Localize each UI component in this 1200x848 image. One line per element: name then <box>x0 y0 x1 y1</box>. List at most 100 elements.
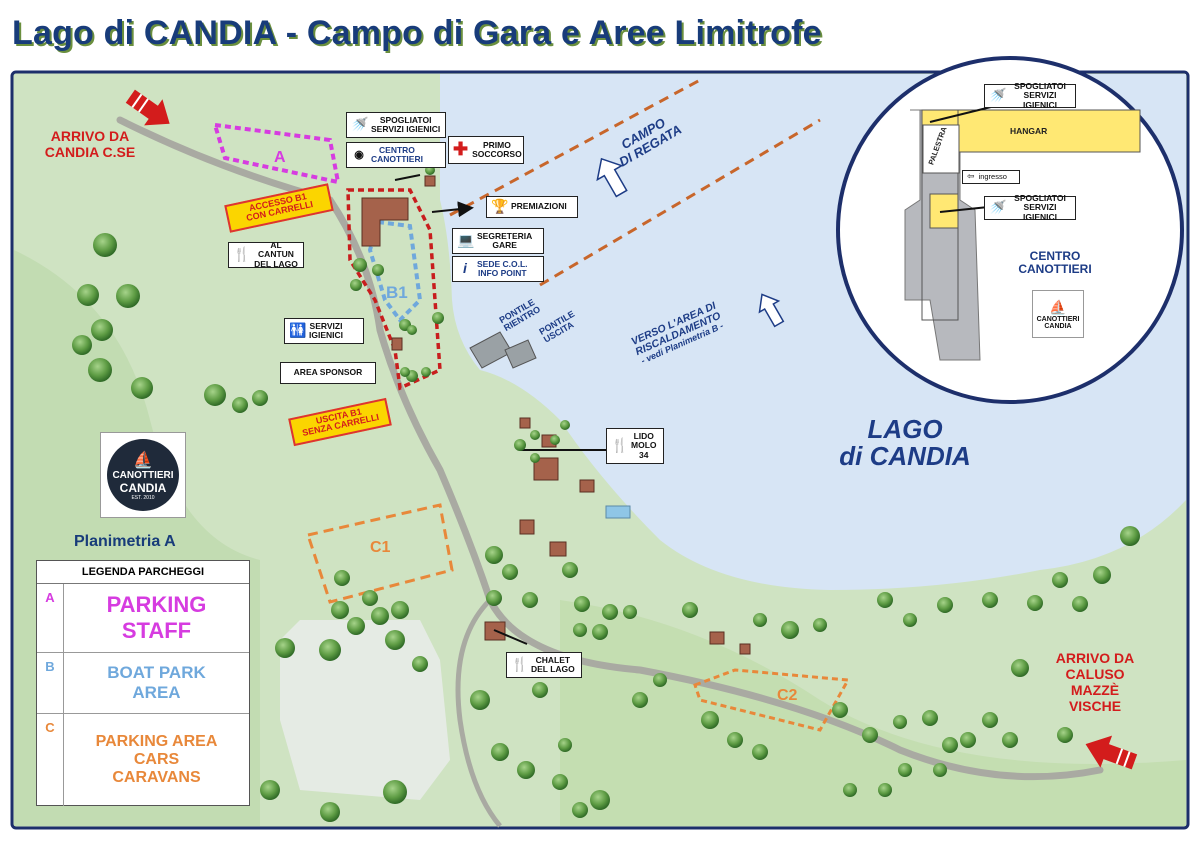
inset-hangar-label: HANGAR <box>1010 126 1048 136</box>
tree-icon <box>590 790 610 810</box>
tree-icon <box>893 715 907 729</box>
side-road <box>455 598 502 828</box>
warmup-arrow-icon <box>758 293 785 328</box>
tree-icon <box>320 802 340 822</box>
toilet-icon: 🚻 <box>289 322 307 339</box>
podium-icon: 🏆 <box>491 198 509 215</box>
premiazioni-box: 🏆 PREMIAZIONI <box>486 196 578 218</box>
tree-icon <box>574 596 590 612</box>
tree-icon <box>517 761 535 779</box>
building <box>519 417 531 429</box>
canottieri-logo: ⛵ CANOTTIERI CANDIA EST. 2010 <box>100 432 186 518</box>
pontile-uscita <box>504 339 537 369</box>
tree-icon <box>371 607 389 625</box>
tree-icon <box>573 623 587 637</box>
tree-icon <box>522 592 538 608</box>
tree-icon <box>1072 596 1088 612</box>
tree-icon <box>502 564 518 580</box>
legend-title: LEGENDA PARCHEGGI <box>37 561 249 584</box>
inset-circle <box>836 56 1184 404</box>
tree-icon <box>400 367 410 377</box>
inset-palestra <box>922 124 960 174</box>
building <box>519 519 535 535</box>
tree-icon <box>362 590 378 606</box>
tree-icon <box>319 639 341 661</box>
red-cross-icon: ✚ <box>453 139 469 160</box>
tree-icon <box>560 420 570 430</box>
building <box>424 175 436 187</box>
area-sponsor-box: AREA SPONSOR <box>280 362 376 384</box>
tree-icon <box>781 621 799 639</box>
tree-icon <box>347 617 365 635</box>
parking-area-b1 <box>367 219 423 324</box>
canottieri-logo-icon: ◉ <box>354 148 364 161</box>
info-icon: i <box>463 260 467 277</box>
tree-icon <box>877 592 893 608</box>
arrow-left-icon: ⇦ <box>967 171 975 182</box>
tree-icon <box>530 430 540 440</box>
regatta-line <box>449 78 701 217</box>
restaurant-icon: 🍴 <box>511 656 529 673</box>
parking-area-c1 <box>306 503 454 604</box>
tree-icon <box>385 630 405 650</box>
tree-icon <box>532 682 548 698</box>
planimetria-label: Planimetria A <box>74 533 176 550</box>
tree-icon <box>485 546 503 564</box>
regatta-line <box>539 118 821 287</box>
restaurant-icon: 🍴 <box>233 246 251 263</box>
building <box>739 643 751 655</box>
building <box>361 197 409 247</box>
tree-icon <box>1052 572 1068 588</box>
tree-icon <box>530 453 540 463</box>
tree-icon <box>91 319 113 341</box>
area-c1-label: C1 <box>370 539 391 556</box>
page-title: Lago di CANDIA - Campo di Gara e Aree Li… <box>12 14 822 52</box>
tree-icon <box>862 727 878 743</box>
tree-icon <box>682 602 698 618</box>
tree-icon <box>350 279 362 291</box>
regata-arrow-icon <box>596 157 628 198</box>
building <box>709 631 725 645</box>
field-patch <box>280 620 450 800</box>
tree-icon <box>470 690 490 710</box>
rower-icon: ⛵ <box>1049 298 1067 315</box>
tree-icon <box>550 435 560 445</box>
tree-icon <box>77 284 99 306</box>
tree-icon <box>653 673 667 687</box>
tree-icon <box>88 358 112 382</box>
tree-icon <box>275 638 295 658</box>
tree-icon <box>982 592 998 608</box>
shower-icon: 🚿 <box>989 87 1007 104</box>
tree-icon <box>412 656 428 672</box>
building <box>579 479 595 493</box>
route-outline <box>346 188 442 391</box>
tree-icon <box>432 312 444 324</box>
tree-icon <box>260 780 280 800</box>
tree-icon <box>1011 659 1029 677</box>
tree-icon <box>331 601 349 619</box>
arrival-caluso-arrow-icon <box>1085 735 1138 770</box>
tree-icon <box>623 605 637 619</box>
tree-icon <box>727 732 743 748</box>
inset-ingresso-box: ⇦ ingresso <box>962 170 1020 184</box>
tree-icon <box>116 284 140 308</box>
arrival-candia-arrow-icon <box>125 89 170 126</box>
tree-icon <box>383 780 407 804</box>
area-a-label: A <box>274 149 286 166</box>
tree-icon <box>701 711 719 729</box>
